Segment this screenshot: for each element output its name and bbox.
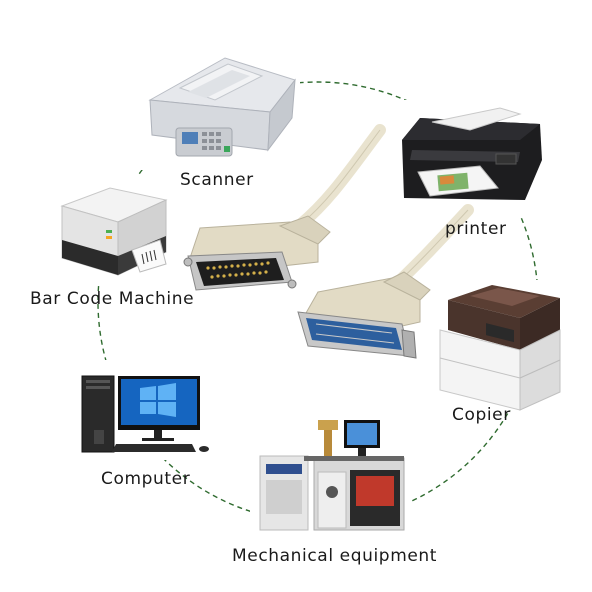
printer-label: printer (445, 219, 507, 239)
machine-icon (259, 420, 405, 531)
barcode-printer-icon (60, 187, 168, 276)
copier-label: Copier (452, 405, 511, 425)
computer-icon (81, 375, 209, 453)
computer-label: Computer (101, 469, 191, 489)
scanner-icon (148, 57, 296, 157)
db25-connector-icon (183, 215, 331, 291)
barcode-machine-label: Bar Code Machine (30, 289, 195, 309)
mechanical-equipment-label: Mechanical equipment (232, 546, 438, 566)
printer-icon (402, 107, 542, 200)
scanner-label: Scanner (180, 170, 254, 190)
copier-icon (439, 285, 561, 411)
centronics-connector-icon (297, 271, 431, 359)
